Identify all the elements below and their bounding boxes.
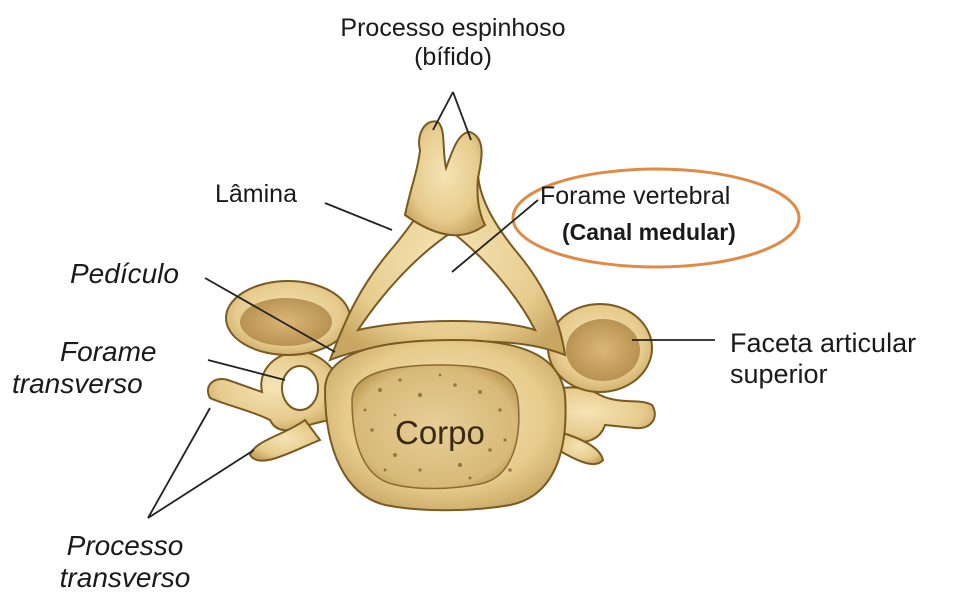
label-foramen-vertebral: Forame vertebral: [540, 182, 730, 211]
label-spinous-process-line1: Processo espinhoso: [320, 14, 586, 43]
label-faceta-articular: Faceta articular superior: [730, 328, 916, 390]
label-forame-transverso-line1: Forame: [60, 336, 156, 368]
label-spinous-process-line2: (bífido): [320, 43, 586, 72]
label-processo-transverso-line2: transverso: [25, 562, 225, 594]
label-faceta-line2: superior: [730, 359, 916, 390]
label-processo-transverso: Processo transverso: [25, 530, 225, 594]
left-transverse-process: [208, 352, 340, 430]
label-canal-medular: (Canal medular): [562, 219, 736, 245]
label-forame-transverso-line2: transverso: [12, 368, 156, 400]
label-faceta-line1: Faceta articular: [730, 328, 916, 359]
label-pediculo: Pedículo: [70, 258, 179, 290]
label-corpo: Corpo: [395, 414, 485, 452]
label-spinous-process: Processo espinhoso (bífido): [320, 14, 586, 72]
label-processo-transverso-line1: Processo: [25, 530, 225, 562]
spinous-process: [405, 121, 485, 235]
label-forame-transverso: Forame transverso: [60, 336, 156, 400]
label-lamina: Lâmina: [215, 180, 297, 209]
transverse-foramen-hole: [282, 366, 318, 410]
